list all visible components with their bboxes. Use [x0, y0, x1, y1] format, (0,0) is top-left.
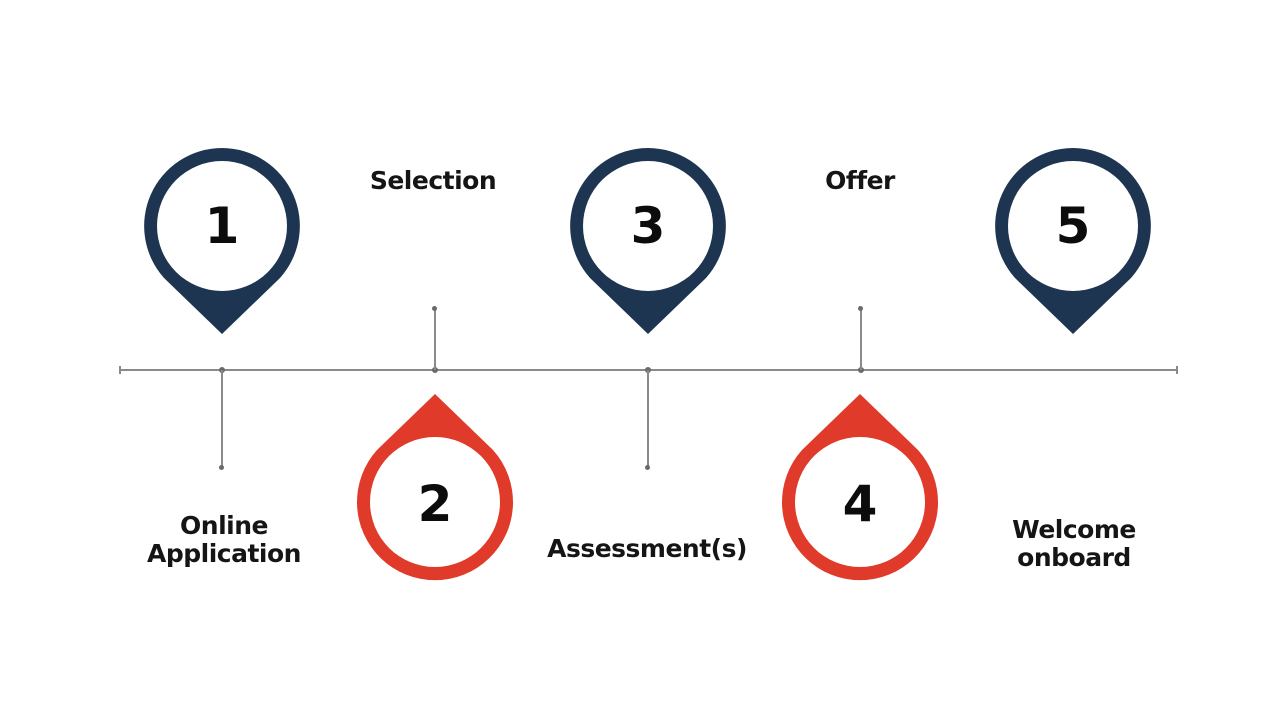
step-label-5-line1: Welcome: [1012, 515, 1136, 544]
axis-node-2: [432, 367, 438, 373]
step-label-5: Welcome onboard: [974, 516, 1174, 572]
step-number-4: 4: [842, 475, 878, 533]
axis-start-cap: [119, 366, 121, 374]
connector-end-2: [432, 306, 437, 311]
step-number-3: 3: [630, 197, 666, 255]
map-pin-icon-4: [782, 394, 938, 581]
map-pin-icon-5: [995, 148, 1151, 334]
step-number-2: 2: [417, 475, 453, 533]
step-label-3: Assessment(s): [527, 535, 767, 563]
connector-end-4: [858, 306, 863, 311]
step-label-2-line1: Selection: [369, 166, 497, 195]
step-label-1: Online Application: [124, 512, 324, 568]
connector-4: [860, 308, 862, 370]
step-label-4-line1: Offer: [825, 166, 895, 195]
map-pin-icon-2: [357, 394, 513, 581]
step-label-4: Offer: [760, 167, 960, 195]
connector-1: [221, 370, 223, 468]
step-label-1-line2: Application: [147, 539, 301, 568]
step-label-3-line1: Assessment(s): [547, 534, 747, 563]
map-pin-icon-1: [144, 148, 300, 334]
connector-2: [434, 308, 436, 370]
axis-node-4: [858, 367, 864, 373]
connector-3: [647, 370, 649, 468]
step-label-2: Selection: [333, 167, 533, 195]
step-label-1-line1: Online: [180, 511, 268, 540]
step-number-5: 5: [1055, 197, 1091, 255]
connector-end-3: [645, 465, 650, 470]
step-number-1: 1: [204, 197, 240, 255]
connector-end-1: [219, 465, 224, 470]
step-label-5-line2: onboard: [1017, 543, 1131, 572]
axis-end-cap: [1176, 366, 1178, 374]
map-pin-icon-3: [570, 148, 726, 334]
